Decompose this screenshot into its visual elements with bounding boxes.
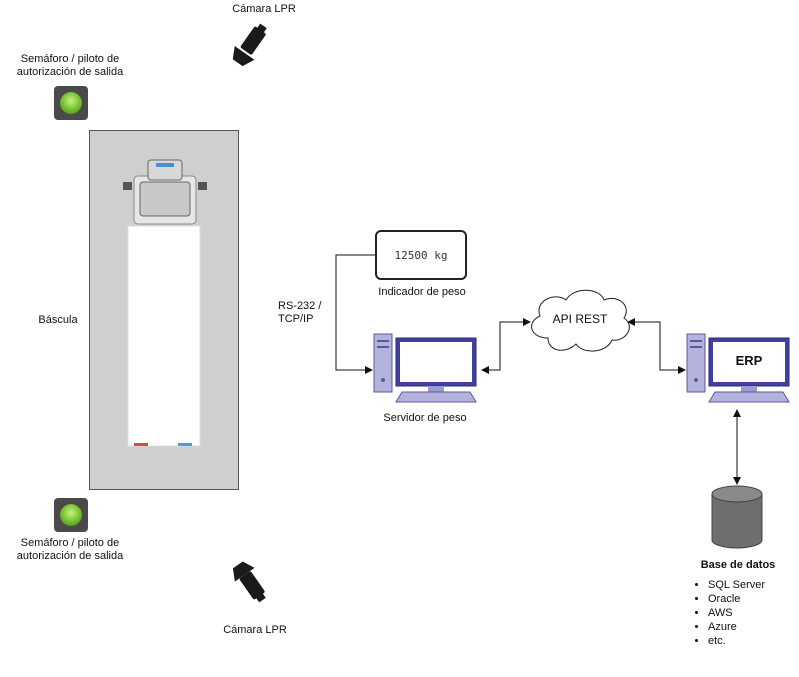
database-label: Base de datos: [700, 559, 776, 571]
semaphore-bottom-label-2: autorización de salida: [16, 550, 124, 562]
connection-label-2: TCP/IP: [278, 313, 314, 325]
green-light-icon: [60, 92, 82, 114]
database-item: etc.: [708, 634, 765, 648]
green-light-icon: [60, 504, 82, 526]
semaphore-bottom-light: [54, 498, 88, 532]
erp-label: ERP: [735, 353, 763, 368]
camera-top-label: Cámara LPR: [232, 3, 296, 15]
database-item: Azure: [708, 620, 765, 634]
scale-label: Báscula: [38, 314, 78, 326]
server-label: Servidor de peso: [383, 412, 467, 424]
camera-bottom-label: Cámara LPR: [223, 624, 287, 636]
connection-label-1: RS-232 /: [278, 300, 322, 312]
database-item: Oracle: [708, 592, 765, 606]
semaphore-top-light: [54, 86, 88, 120]
database-item: AWS: [708, 606, 765, 620]
cloud-label: API REST: [552, 312, 608, 326]
semaphore-top-label-1: Semáforo / piloto de: [20, 53, 120, 65]
weight-indicator: 12500 kg: [375, 230, 467, 280]
indicator-label: Indicador de peso: [378, 286, 466, 298]
database-list: SQL Server Oracle AWS Azure etc.: [696, 578, 765, 648]
semaphore-top-label-2: autorización de salida: [16, 66, 124, 78]
database-item: SQL Server: [708, 578, 765, 592]
semaphore-bottom-label-1: Semáforo / piloto de: [20, 537, 120, 549]
